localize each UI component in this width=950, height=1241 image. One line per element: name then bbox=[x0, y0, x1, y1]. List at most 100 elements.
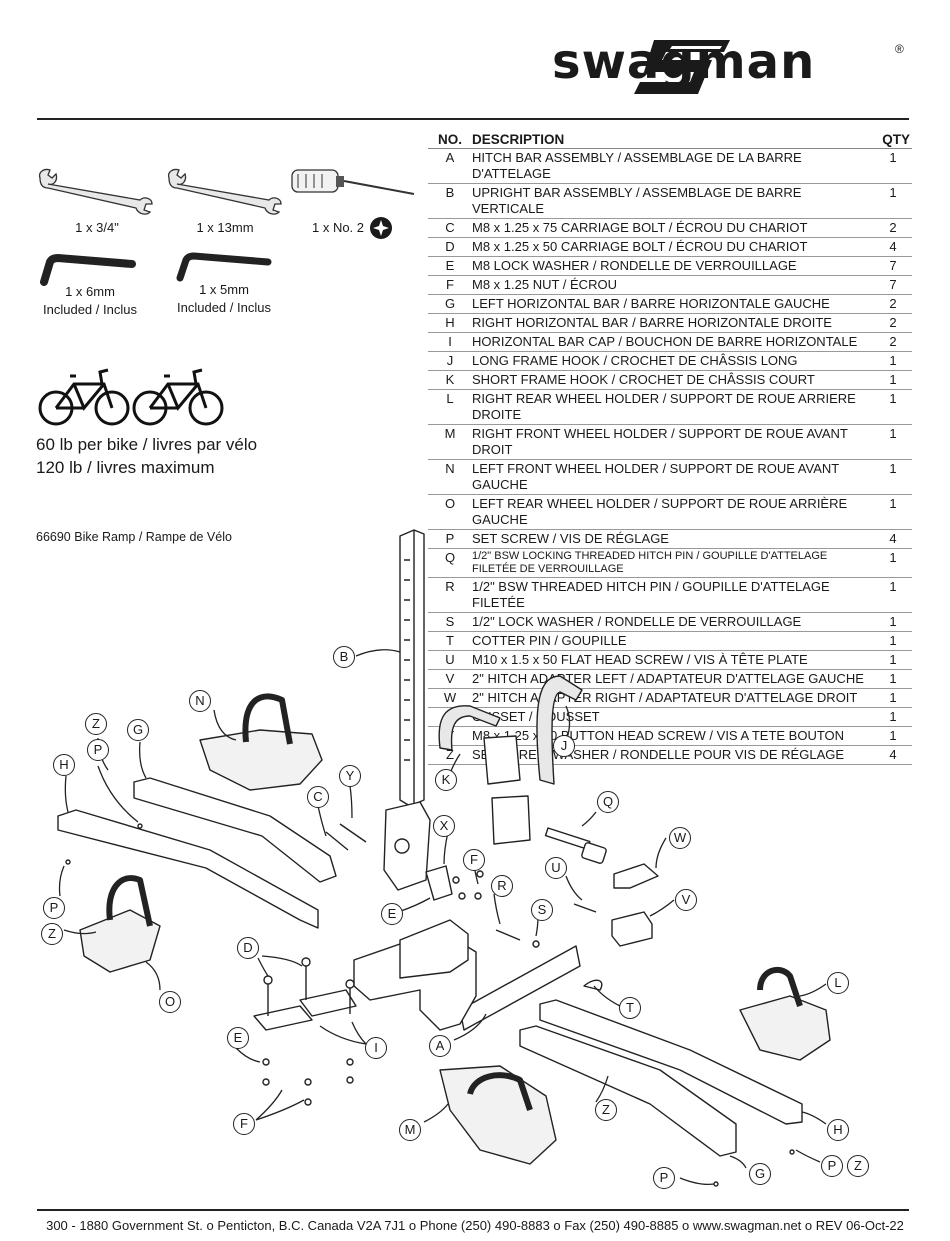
part-description: 1/2" BSW THREADED HITCH PIN / GOUPILLE D… bbox=[472, 577, 874, 613]
part-letter: S bbox=[428, 612, 472, 632]
col-qty: QTY bbox=[874, 130, 912, 149]
part-qty: 2 bbox=[874, 218, 912, 238]
callout-h: H bbox=[827, 1119, 849, 1141]
callout-r: R bbox=[491, 875, 513, 897]
callout-d: D bbox=[237, 937, 259, 959]
part-qty: 1 bbox=[874, 726, 912, 746]
part-qty: 1 bbox=[874, 650, 912, 670]
callout-y: Y bbox=[339, 765, 361, 787]
callout-t: T bbox=[619, 997, 641, 1019]
part-qty: 4 bbox=[874, 237, 912, 257]
hitch-bar-part bbox=[353, 919, 581, 1031]
part-letter: N bbox=[428, 459, 472, 495]
capacity-per-bike: 60 lb per bike / livres par vélo bbox=[36, 435, 258, 454]
callout-o: O bbox=[159, 991, 181, 1013]
callout-v: V bbox=[675, 889, 697, 911]
part-description: HORIZONTAL BAR CAP / BOUCHON DE BARRE HO… bbox=[472, 332, 874, 352]
callout-l: L bbox=[827, 972, 849, 994]
header-rule bbox=[37, 118, 909, 120]
part-letter: R bbox=[428, 577, 472, 613]
part-description: RIGHT FRONT WHEEL HOLDER / SUPPORT DE RO… bbox=[472, 424, 874, 460]
bicycle-icon bbox=[38, 368, 130, 426]
part-description: RIGHT HORIZONTAL BAR / BARRE HORIZONTALE… bbox=[472, 313, 874, 333]
part-qty: 1 bbox=[874, 577, 912, 613]
hex-key-5mm-label: 1 x 5mm bbox=[199, 282, 249, 297]
part-qty: 2 bbox=[874, 313, 912, 333]
wheel-holder-m-part bbox=[439, 1065, 557, 1165]
swagman-logo-icon bbox=[634, 40, 730, 94]
hitch-adapters-part bbox=[611, 863, 659, 947]
upright-bar-part bbox=[383, 529, 431, 891]
callout-g: G bbox=[127, 719, 149, 741]
part-description: 1/2" BSW LOCKING THREADED HITCH PIN / GO… bbox=[472, 548, 874, 578]
col-description: DESCRIPTION bbox=[472, 130, 874, 149]
screwdriver-icon bbox=[291, 169, 415, 195]
callout-z: Z bbox=[847, 1155, 869, 1177]
callout-z: Z bbox=[85, 713, 107, 735]
callout-e: E bbox=[381, 903, 403, 925]
part-letter: O bbox=[428, 494, 472, 530]
callout-z: Z bbox=[41, 923, 63, 945]
callout-g: G bbox=[749, 1163, 771, 1185]
callout-j: J bbox=[553, 735, 575, 757]
callout-p: P bbox=[821, 1155, 843, 1177]
part-qty: 1 bbox=[874, 612, 912, 632]
part-qty: 1 bbox=[874, 148, 912, 184]
callout-u: U bbox=[545, 857, 567, 879]
callout-e: E bbox=[227, 1027, 249, 1049]
part-letter: T bbox=[428, 631, 472, 651]
part-qty: 4 bbox=[874, 529, 912, 549]
part-qty: 1 bbox=[874, 688, 912, 708]
part-letter: Z bbox=[428, 745, 472, 765]
part-letter: Q bbox=[428, 548, 472, 578]
bike-ramp-note: 66690 Bike Ramp / Rampe de Vélo bbox=[36, 530, 232, 544]
part-qty: 1 bbox=[874, 389, 912, 425]
col-no: NO. bbox=[428, 130, 472, 149]
part-letter: J bbox=[428, 351, 472, 371]
part-qty: 1 bbox=[874, 424, 912, 460]
part-description: LEFT REAR WHEEL HOLDER / SUPPORT DE ROUE… bbox=[472, 494, 874, 530]
part-description: M8 x 1.25 x 75 CARRIAGE BOLT / ÉCROU DU … bbox=[472, 218, 874, 238]
callout-k: K bbox=[435, 769, 457, 791]
hitch-pin-part bbox=[544, 827, 607, 864]
left-horizontal-bars-part bbox=[57, 777, 337, 929]
part-qty: 1 bbox=[874, 351, 912, 371]
part-qty: 1 bbox=[874, 370, 912, 390]
part-letter: B bbox=[428, 183, 472, 219]
exploded-diagram bbox=[57, 529, 831, 1187]
part-qty: 1 bbox=[874, 459, 912, 495]
part-description: M8 LOCK WASHER / RONDELLE DE VERROUILLAG… bbox=[472, 256, 874, 276]
part-letter: W bbox=[428, 688, 472, 708]
hardware-part bbox=[65, 823, 795, 1187]
part-qty: 7 bbox=[874, 275, 912, 295]
callout-w: W bbox=[669, 827, 691, 849]
part-qty: 4 bbox=[874, 745, 912, 765]
footer-rule bbox=[37, 1209, 909, 1211]
phillips-icon bbox=[370, 217, 392, 239]
part-description: M10 x 1.5 x 50 FLAT HEAD SCREW / VIS À T… bbox=[472, 650, 874, 670]
part-description: SET SCREW / VIS DE RÉGLAGE bbox=[472, 529, 874, 549]
part-qty: 1 bbox=[874, 707, 912, 727]
wheel-holder-n-part bbox=[199, 693, 323, 791]
hex-key-6mm-icon bbox=[40, 254, 136, 286]
hex-key-6mm-note: Included / Inclus bbox=[43, 302, 137, 317]
hex-key-5mm-note: Included / Inclus bbox=[177, 300, 271, 315]
callout-n: N bbox=[189, 690, 211, 712]
part-letter: A bbox=[428, 148, 472, 184]
part-letter: C bbox=[428, 218, 472, 238]
callout-z: Z bbox=[595, 1099, 617, 1121]
